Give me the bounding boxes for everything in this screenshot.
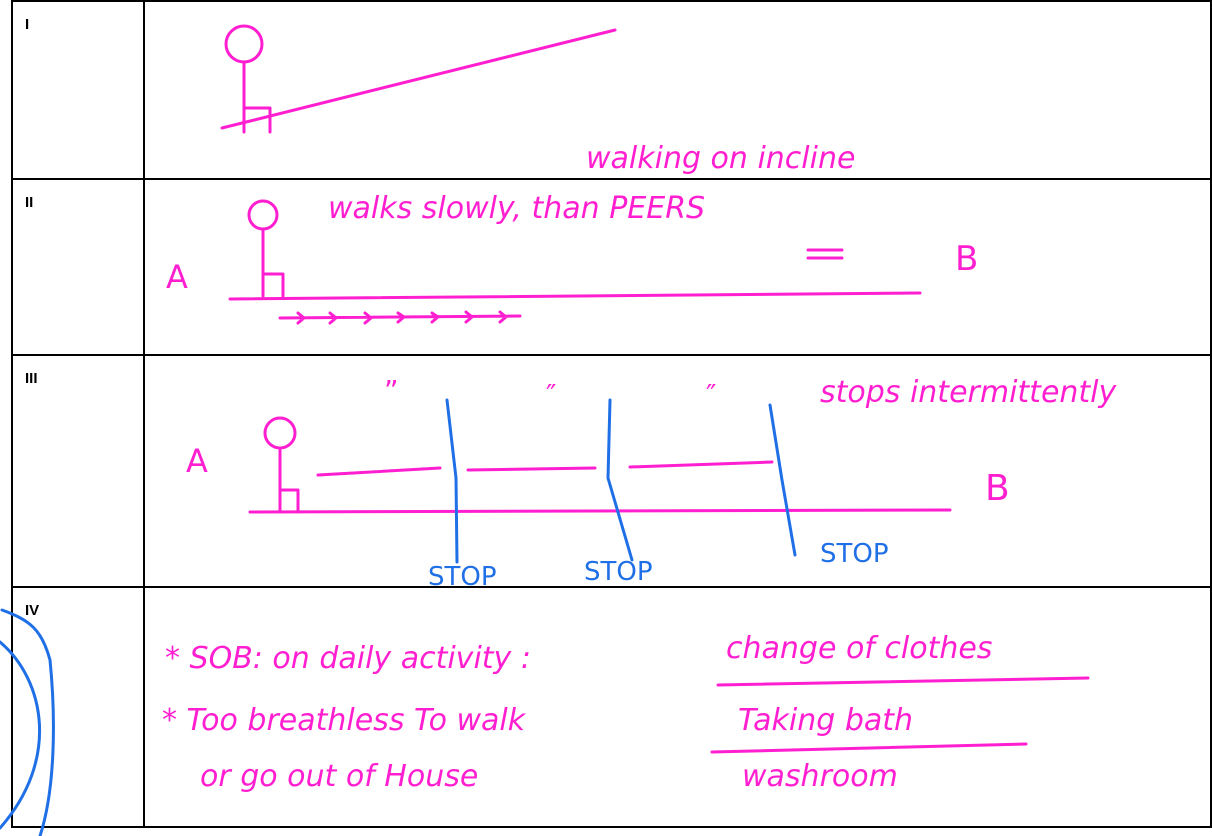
table-row: II — [11, 178, 1212, 356]
grade-cell: I — [11, 0, 145, 180]
grade-label: III — [25, 370, 38, 387]
grade-cell: IV — [11, 586, 145, 828]
table-row: III — [11, 354, 1212, 588]
grade-label: IV — [25, 602, 40, 619]
grade-label: I — [25, 16, 30, 33]
description-cell — [143, 586, 1212, 828]
grade-table: I II III IV — [11, 0, 1212, 828]
table-row: IV — [11, 586, 1212, 828]
table-row: I — [11, 0, 1212, 180]
grade-cell: III — [11, 354, 145, 588]
description-cell — [143, 354, 1212, 588]
grade-cell: II — [11, 178, 145, 356]
description-cell — [143, 178, 1212, 356]
grade-label: II — [25, 194, 34, 211]
description-cell — [143, 0, 1212, 180]
